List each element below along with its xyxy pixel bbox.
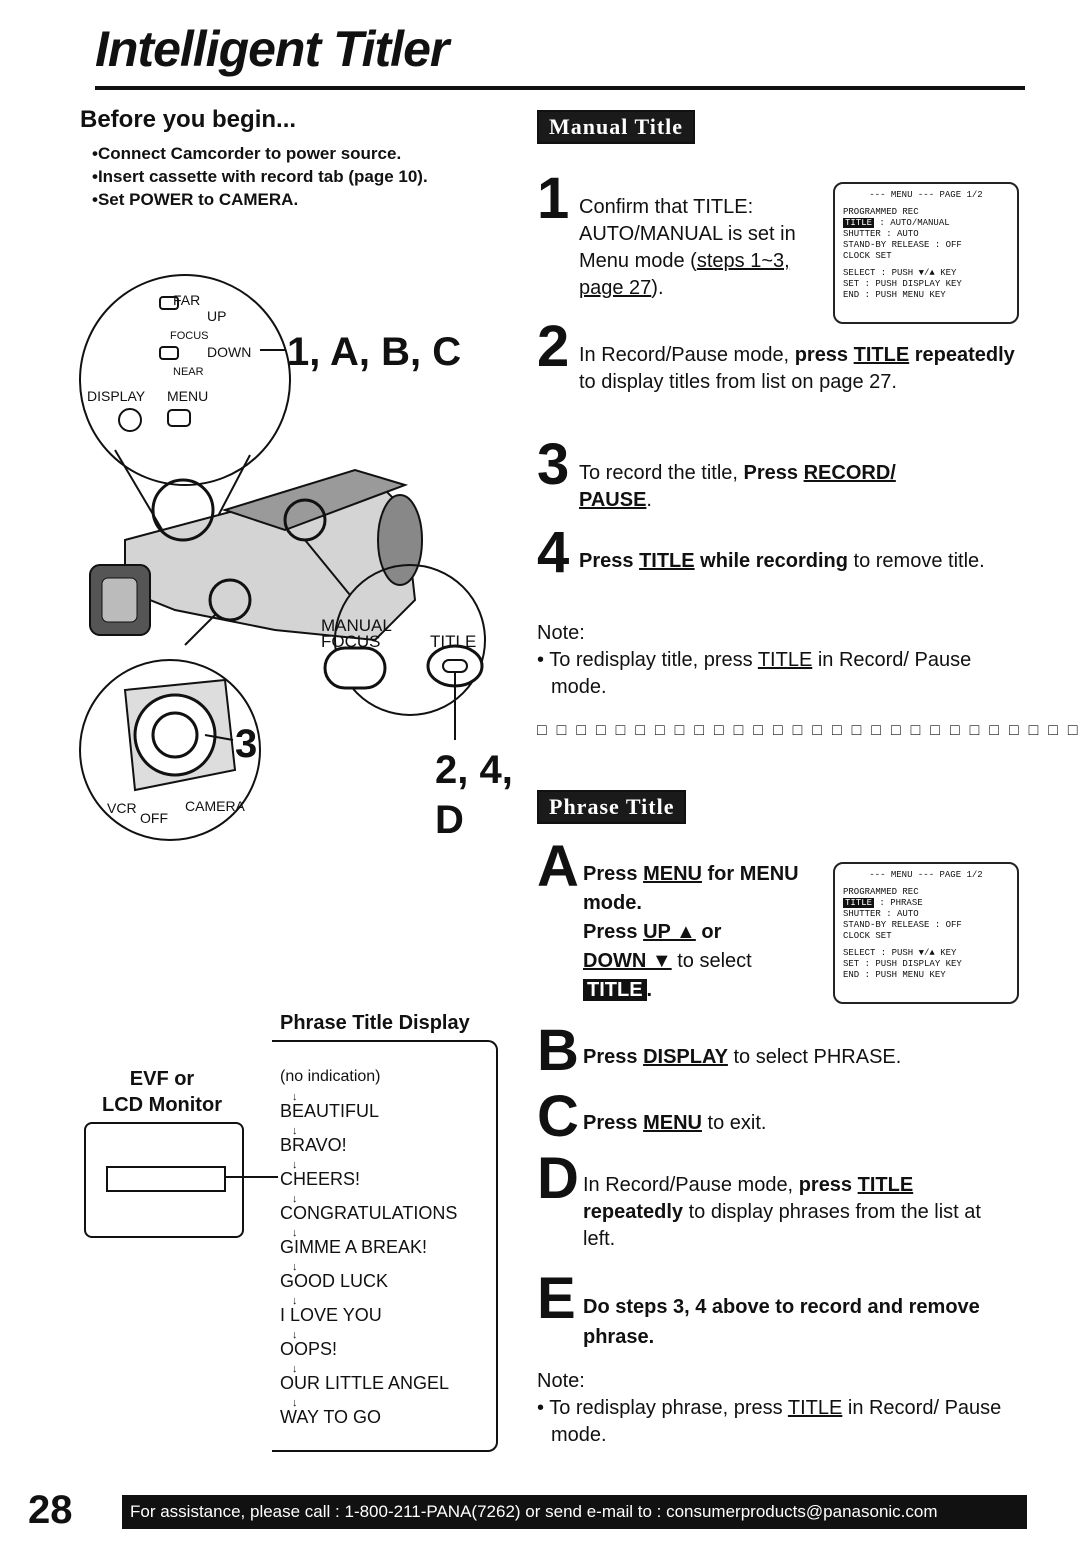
step-number: 1 xyxy=(537,166,570,231)
phrase-step-c: C Press MENU to exit. xyxy=(537,1084,767,1149)
title-display-bar xyxy=(106,1166,226,1192)
list-item: OUR LITTLE ANGEL xyxy=(280,1352,495,1400)
title-label: TITLE xyxy=(430,632,477,651)
power-zoom-circle xyxy=(79,659,261,841)
manual-note: Note: • To redisplay title, press TITLE … xyxy=(537,622,972,698)
phrase-step-d: D In Record/Pause mode, press TITLE repe… xyxy=(537,1146,981,1251)
phrase-menu-screen: --- MENU --- PAGE 1/2 PROGRAMMED REC TIT… xyxy=(833,862,1019,1004)
list-item: Connect Camcorder to power source. xyxy=(92,142,520,165)
evf-label: EVF or LCD Monitor xyxy=(102,1068,222,1116)
control-zoom-circle xyxy=(79,274,291,486)
phrase-step-a: A Press MENU for MENU mode. Press UP ▲ o… xyxy=(537,834,799,1001)
down-label: DOWN xyxy=(207,344,252,360)
title-rule xyxy=(95,86,1025,90)
camera-label: CAMERA xyxy=(185,798,245,814)
focus-label: FOCUS xyxy=(170,330,209,342)
menu-label: MENU xyxy=(167,388,209,404)
lens xyxy=(377,494,423,586)
list-item: I LOVE YOU xyxy=(280,1284,495,1332)
title-zoom-circle xyxy=(334,564,486,716)
manual-step-3: 3 To record the title, Press RECORD/ PAU… xyxy=(537,432,896,512)
list-item: Set POWER to CAMERA. xyxy=(92,188,520,211)
manual-step-2: 2 In Record/Pause mode, press TITLE repe… xyxy=(537,314,1015,394)
display-heading: Phrase Title Display xyxy=(280,1012,470,1034)
steps-link[interactable]: steps 1~3, page 27 xyxy=(579,250,790,299)
list-item: BEAUTIFUL xyxy=(280,1080,495,1128)
manual-menu-screen: --- MENU --- PAGE 1/2 PROGRAMMED REC TIT… xyxy=(833,182,1019,324)
list-item: WAY TO GO xyxy=(280,1386,495,1434)
list-item: OOPS! xyxy=(280,1318,495,1366)
display-label: DISPLAY xyxy=(87,388,146,404)
manual-step-4: 4 Press TITLE while recording to remove … xyxy=(537,520,985,585)
title-key: TITLE xyxy=(853,344,910,366)
list-item: GOOD LUCK xyxy=(280,1250,495,1298)
before-heading: Before you begin... xyxy=(80,106,297,133)
near-label: NEAR xyxy=(173,366,204,378)
phrase-note: Note: • To redisplay phrase, press TITLE… xyxy=(537,1370,1002,1446)
monitor-leader xyxy=(226,1176,278,1178)
list-item: BRAVO! xyxy=(280,1114,495,1162)
far-label: FAR xyxy=(173,292,201,308)
off-label: OFF xyxy=(140,810,168,826)
vcr-label: VCR xyxy=(107,800,137,816)
monitor-frame xyxy=(84,1122,244,1238)
camcorder-illustration: FAR UP FOCUS DOWN NEAR DISPLAY MENU 1, A… xyxy=(75,270,515,860)
callout-3: 3 xyxy=(235,722,258,766)
before-you-begin: Before you begin... Connect Camcorder to… xyxy=(80,106,520,211)
phrase-step-e: E Do steps 3, 4 above to record and remo… xyxy=(537,1266,980,1349)
phrase-list: (no indication) BEAUTIFUL BRAVO! CHEERS!… xyxy=(280,1060,495,1434)
title-badge: TITLE xyxy=(583,979,647,1001)
camcorder-drawing xyxy=(79,274,486,841)
manual-title-banner: Manual Title xyxy=(537,110,696,144)
callout-d: D xyxy=(435,798,464,842)
manual-focus-button xyxy=(323,646,387,690)
callout-24: 2, 4, xyxy=(435,748,513,792)
manual-step-1: 1 Confirm that TITLE: AUTO/MANUAL is set… xyxy=(537,166,796,300)
page-title: Intelligent Titler xyxy=(95,21,449,77)
page-number: 28 xyxy=(28,1488,73,1532)
callout-1abc: 1, A, B, C xyxy=(287,330,462,374)
phrase-step-b: B Press DISPLAY to select PHRASE. xyxy=(537,1018,902,1083)
list-item: CONGRATULATIONS xyxy=(280,1182,495,1230)
manual-label: MANUAL xyxy=(321,616,392,635)
list-item: (no indication) xyxy=(280,1068,381,1085)
focus-label-2: FOCUS xyxy=(321,632,381,651)
list-item: Insert cassette with record tab (page 10… xyxy=(92,165,520,188)
up-label: UP xyxy=(207,308,227,324)
phrase-list-frame xyxy=(272,1040,498,1452)
list-item: CHEERS! xyxy=(280,1148,495,1196)
before-list: Connect Camcorder to power source. Inser… xyxy=(92,142,520,211)
record-pause-key: RECORD/ PAUSE xyxy=(579,462,896,511)
phrase-title-banner: Phrase Title xyxy=(537,790,687,824)
section-divider: □□□□□□□□□□□□□□□□□□□□□□□□□□□□□□ xyxy=(537,722,1080,739)
power-dial xyxy=(133,693,217,777)
assistance-footer: For assistance, please call : 1-800-211-… xyxy=(122,1495,1027,1529)
list-item: GIMME A BREAK! xyxy=(280,1216,495,1264)
